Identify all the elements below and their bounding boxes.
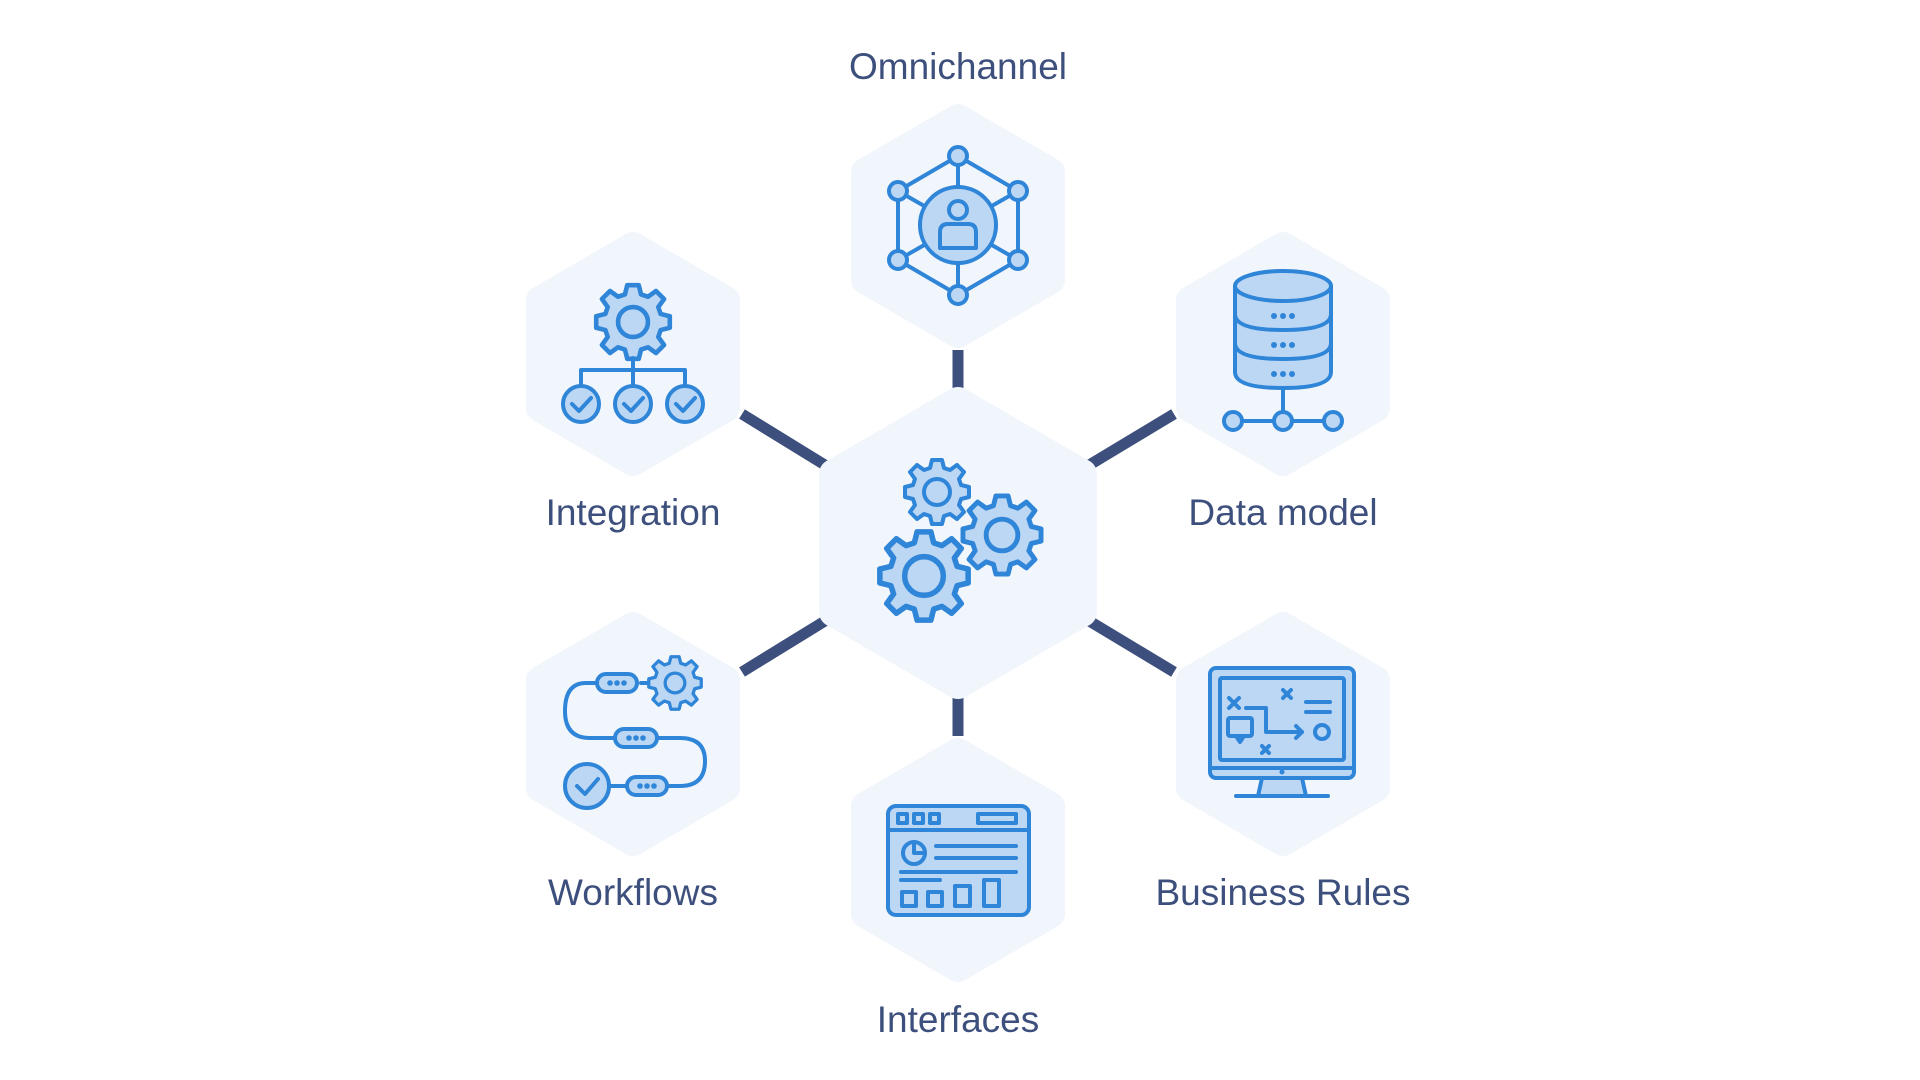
connector-business-rules xyxy=(1078,611,1177,677)
omnichannel-network-icon xyxy=(887,145,1029,306)
gears-icon xyxy=(880,458,1041,620)
node-business-rules: Business Rules xyxy=(1155,612,1411,913)
workflow-icon xyxy=(563,655,707,810)
monitor-strategy-icon xyxy=(1208,666,1356,798)
connector-workflows xyxy=(739,611,836,677)
connector-integration xyxy=(739,409,836,475)
node-omnichannel: Omnichannel xyxy=(849,46,1067,348)
label-data-model: Data model xyxy=(1188,492,1377,533)
node-interfaces: Interfaces xyxy=(851,738,1065,1040)
node-integration: Integration xyxy=(526,232,740,533)
label-integration: Integration xyxy=(546,492,721,533)
center-node xyxy=(819,387,1097,699)
label-business-rules: Business Rules xyxy=(1155,872,1410,913)
node-workflows: Workflows xyxy=(526,612,740,913)
integration-hierarchy-icon xyxy=(561,285,705,424)
database-icon xyxy=(1222,269,1344,432)
label-interfaces: Interfaces xyxy=(877,999,1039,1040)
node-data-model: Data model xyxy=(1176,232,1390,533)
connector-data-model xyxy=(1078,409,1177,475)
browser-dashboard-icon xyxy=(886,804,1031,917)
label-workflows: Workflows xyxy=(548,872,718,913)
label-omnichannel: Omnichannel xyxy=(849,46,1067,87)
